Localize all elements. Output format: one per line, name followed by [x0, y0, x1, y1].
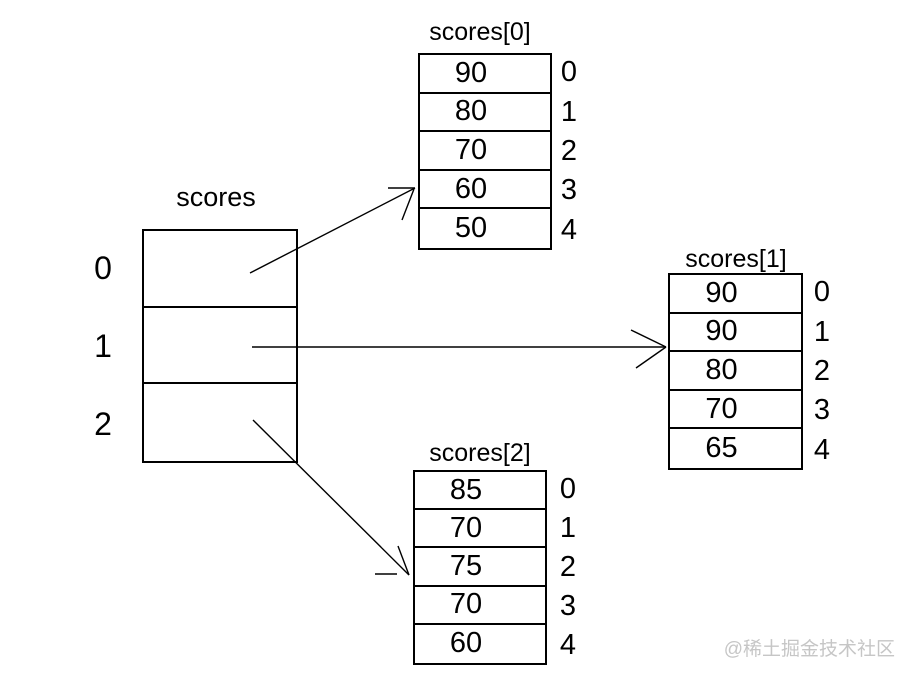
main-array-box: [142, 229, 298, 463]
subarray-0-value: 80: [420, 94, 550, 133]
main-array-cell-1: [144, 308, 296, 385]
subarray-2-value: 60: [449, 627, 483, 660]
index-label: 1: [559, 512, 577, 544]
index-label: 0: [559, 473, 577, 505]
subarray-2-value: 70: [415, 587, 545, 625]
main-index-label: 0: [94, 249, 112, 286]
index-label: 3: [813, 394, 831, 427]
index-label: 4: [559, 629, 577, 661]
main-array-cell-2: [144, 384, 296, 461]
index-label: 2: [560, 134, 578, 167]
index-label: 4: [560, 213, 578, 246]
subarray-1-box: 90 90 80 70 65: [668, 273, 803, 470]
subarray-0-value: 60: [420, 171, 550, 210]
subarray-2-value: 70: [415, 510, 545, 549]
subarray-0-value: 50: [454, 212, 488, 245]
index-label: 2: [559, 551, 577, 583]
subarray-1-value: 70: [670, 391, 801, 430]
subarray-2-value: 85: [415, 472, 545, 511]
index-label: 1: [560, 95, 578, 128]
main-array-index-column: 0 1 2: [86, 229, 120, 463]
watermark-text: @稀土掘金技术社区: [723, 639, 895, 660]
subarray-1-index-column: 0 1 2 3 4: [804, 273, 840, 470]
subarray-0-value: 70: [420, 132, 550, 171]
index-label: 2: [813, 354, 831, 387]
subarray-1-value: 90: [670, 275, 801, 314]
main-array-title: scores: [176, 182, 256, 212]
subarray-0-value: 90: [420, 55, 550, 94]
subarray-0-title: scores[0]: [429, 18, 531, 46]
subarray-2-box: 85 70 75 70 60: [413, 470, 547, 665]
main-index-label: 1: [94, 327, 112, 364]
main-array-cell-0: [144, 231, 296, 308]
index-label: 0: [560, 56, 578, 89]
index-label: 3: [560, 174, 578, 207]
subarray-2-title: scores[2]: [429, 439, 531, 467]
subarray-1-title: scores[1]: [685, 245, 787, 273]
subarray-2-value: 75: [415, 548, 545, 587]
arrow-to-subarray-1: [252, 329, 667, 369]
index-label: 1: [813, 315, 831, 348]
main-index-label: 2: [94, 405, 112, 442]
index-label: 4: [813, 433, 831, 466]
subarray-0-index-column: 0 1 2 3 4: [551, 53, 587, 250]
index-label: 3: [559, 590, 577, 622]
subarray-0-box: 90 80 70 60 50: [418, 53, 552, 250]
subarray-1-value: 90: [670, 314, 801, 353]
subarray-2-index-column: 0 1 2 3 4: [550, 470, 586, 665]
subarray-1-value: 80: [670, 352, 801, 391]
subarray-1-value: 65: [705, 432, 738, 465]
index-label: 0: [813, 276, 831, 309]
